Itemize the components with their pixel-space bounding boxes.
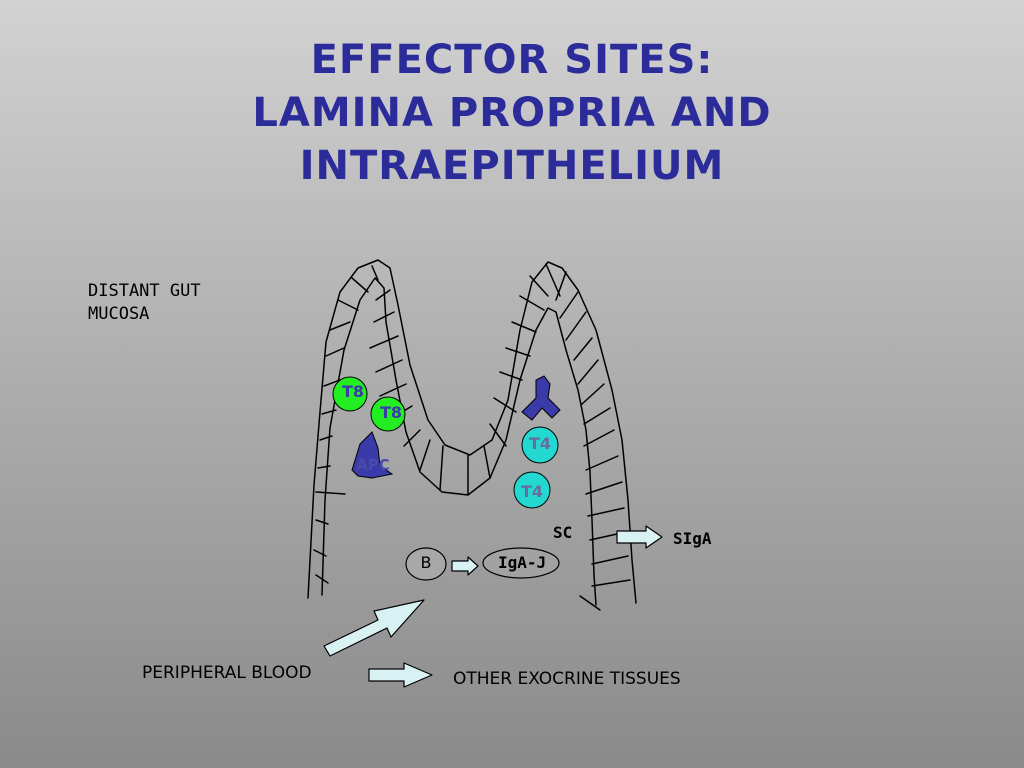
- peripheral-blood-label: PERIPHERAL BLOOD: [142, 663, 312, 683]
- b-cell: [405, 547, 447, 581]
- epithelial-cell-borders-left: [313, 265, 444, 584]
- iga-j-label: IgA-J: [498, 553, 547, 572]
- sc-label: SC: [553, 523, 573, 542]
- page-title: EFFECTOR SITES: LAMINA PROPRIA AND INTRA…: [0, 34, 1024, 193]
- t8-cell-upper: [332, 376, 368, 412]
- iga-j-ellipse: [482, 547, 560, 579]
- other-exocrine-label: OTHER EXOCRINE TISSUES: [453, 669, 681, 689]
- t4-label-upper: T4: [528, 434, 552, 453]
- apc-label: APC: [356, 456, 390, 474]
- t4-cell-lower: [513, 471, 551, 509]
- t4-label-lower: T4: [520, 482, 544, 501]
- apc-shape-icon: [351, 431, 394, 479]
- b-cell-label: B: [420, 553, 432, 572]
- t8-cell-lower: [370, 396, 406, 432]
- villus-outer-line: [307, 259, 637, 604]
- block-arrow-icon-peripheral-blood: [323, 599, 425, 657]
- title-line-3: INTRAEPITHELIUM: [299, 143, 725, 189]
- t4-cell-upper: [521, 426, 559, 464]
- epithelial-cell-borders-right: [467, 263, 631, 611]
- title-line-1: EFFECTOR SITES:: [310, 37, 714, 83]
- t8-label-lower: T8: [379, 403, 403, 422]
- distant-gut-label-line1: DISTANT GUT: [88, 281, 201, 301]
- distant-gut-label-line2: MUCOSA: [88, 304, 150, 324]
- block-arrow-icon-sc-to-siga: [616, 525, 663, 549]
- siga-label: SIgA: [673, 529, 712, 548]
- block-arrow-icon-to-exocrine: [368, 662, 433, 688]
- title-line-2: LAMINA PROPRIA AND: [252, 90, 772, 136]
- t8-label-upper: T8: [341, 382, 365, 401]
- block-arrow-icon-b-to-iga: [451, 556, 479, 576]
- apc-shape-icon-right: [521, 375, 561, 421]
